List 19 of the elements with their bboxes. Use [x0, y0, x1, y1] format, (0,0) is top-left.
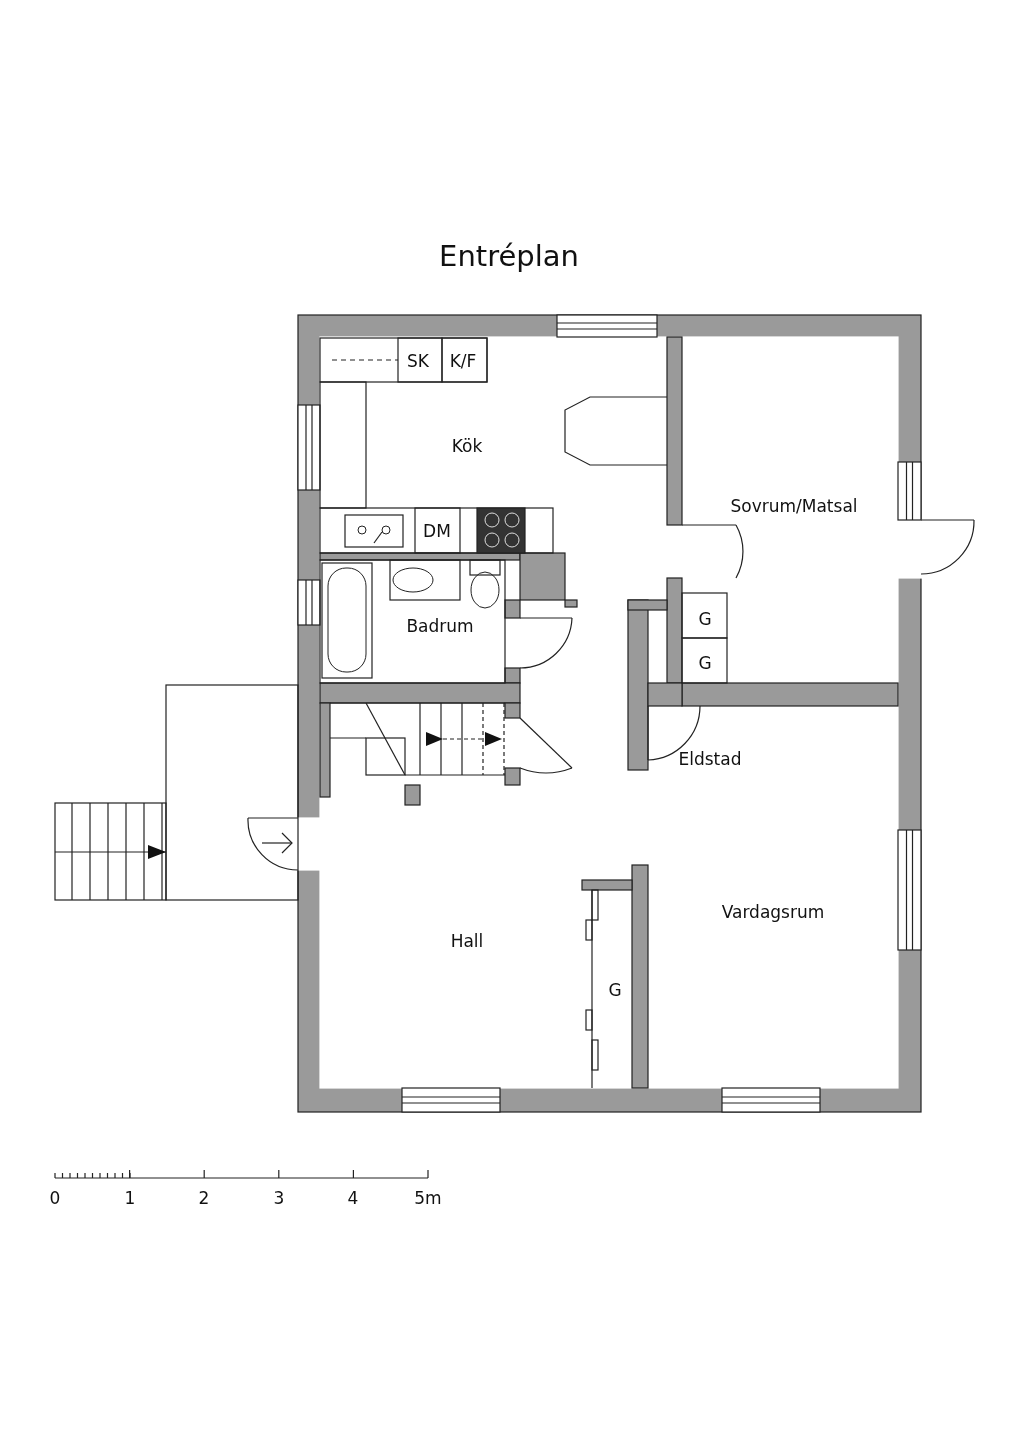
scale-number: 0	[49, 1188, 61, 1208]
scale-number: 4	[347, 1188, 359, 1208]
room-label: Badrum	[406, 616, 474, 636]
room-label: Hall	[450, 931, 484, 951]
room-label: Kök	[451, 436, 483, 456]
scale-number: 3	[273, 1188, 285, 1208]
fixture-label: DM	[423, 521, 451, 541]
plan-title: Entréplan	[439, 239, 579, 273]
scale-number: 5m	[414, 1188, 442, 1208]
room-label: Sovrum/Matsal	[730, 496, 858, 516]
closet-label: G	[608, 980, 622, 1000]
fixture-label: SK	[407, 351, 429, 371]
fixture-label: K/F	[449, 351, 477, 371]
room-label: Vardagsrum	[721, 902, 825, 922]
closet-label: G	[698, 609, 712, 629]
fireplace-label: Eldstad	[678, 749, 742, 769]
scale-number: 2	[198, 1188, 210, 1208]
closet-label: G	[698, 653, 712, 673]
scale-number: 1	[124, 1188, 136, 1208]
